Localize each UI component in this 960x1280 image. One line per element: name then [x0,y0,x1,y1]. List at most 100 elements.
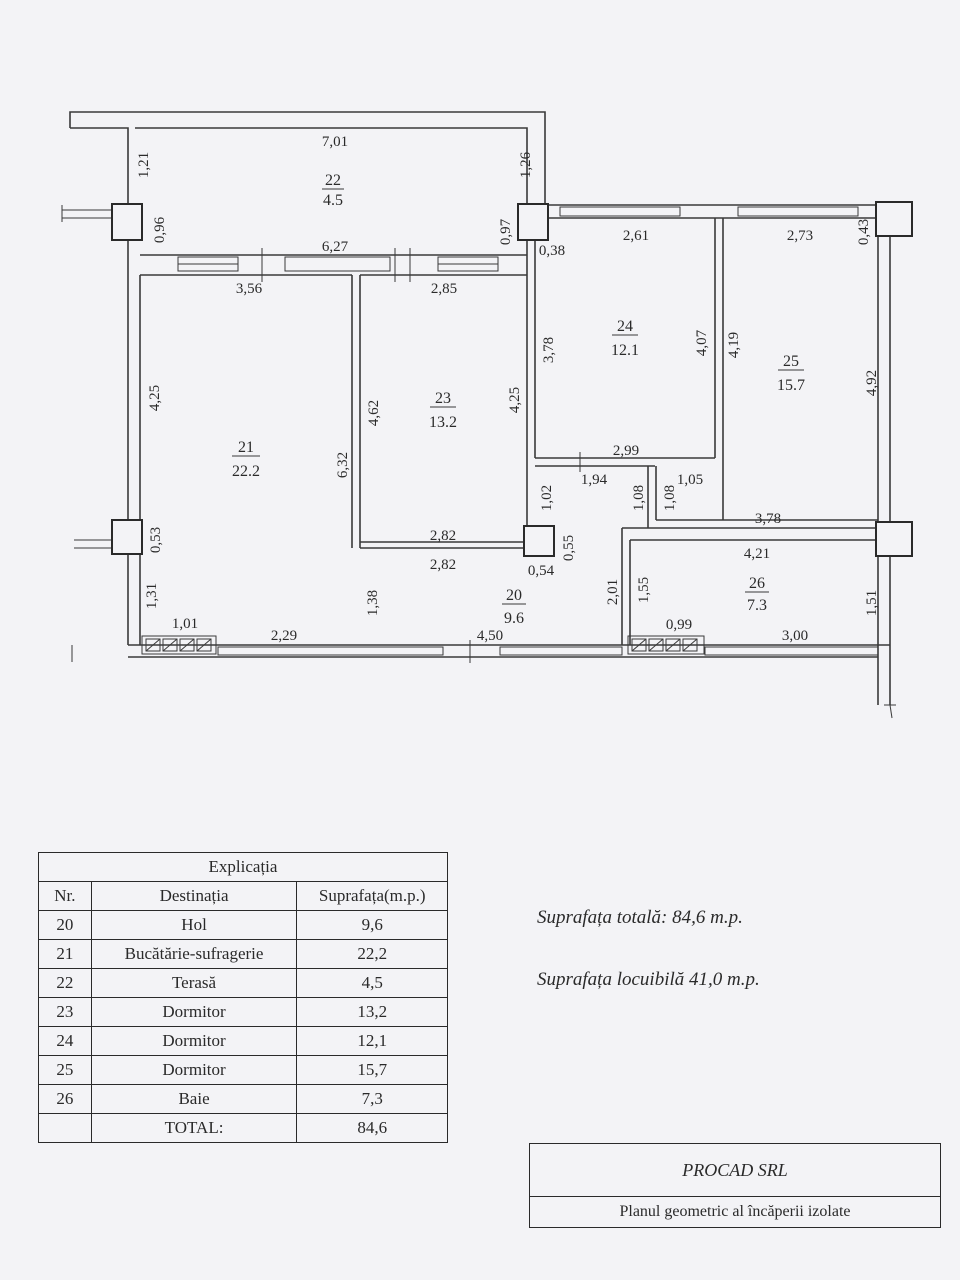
total-area-text: Suprafața totală: 84,6 m.p. [537,907,743,928]
row-nr: 20 [38,910,92,940]
dimension-label: 3,78 [755,511,781,527]
dimension-label: 1,55 [636,577,652,603]
row-destination: Hol [90,910,298,940]
header-nr: Nr. [38,881,92,911]
dimension-label: 1,51 [864,590,880,616]
header-destination: Destinația [90,881,298,911]
table-row: 21 Bucătărie-sufragerie 22,2 [38,939,448,969]
row-area: 13,2 [296,997,448,1027]
row-area: 9,6 [296,910,448,940]
room-area: 9.6 [504,610,524,627]
dimension-label: 2,29 [271,628,297,644]
legend-header-row: Nr. Destinația Suprafața(m.p.) [38,881,448,911]
total-value: 84,6 [296,1113,448,1143]
room-number: 21 [238,439,254,456]
row-nr: 21 [38,939,92,969]
room-area: 4.5 [323,192,343,209]
row-area: 15,7 [296,1055,448,1085]
dimension-label: 4,92 [864,370,880,396]
dimension-label: 0,97 [498,218,514,245]
dimension-label: 1,31 [144,583,160,609]
row-nr: 22 [38,968,92,998]
dimension-label: 2,01 [605,579,621,605]
dimension-label: 4,19 [726,332,742,358]
dimension-label: 2,61 [623,228,649,244]
dimension-label: 6,27 [322,239,349,255]
legend-table: Explicația Nr. Destinația Suprafața(m.p.… [38,852,448,1143]
row-area: 7,3 [296,1084,448,1114]
columns [111,201,913,557]
row-destination: Dormitor [90,997,298,1027]
dimension-label: 6,32 [335,452,351,478]
living-area-text: Suprafața locuibilă 41,0 m.p. [537,969,760,990]
row-destination: Bucătărie-sufragerie [90,939,298,969]
dimension-label: 3,78 [541,337,557,363]
radiators [141,635,705,655]
dimension-label: 0,99 [666,617,692,633]
room-area: 7.3 [747,597,767,614]
dimension-label: 1,08 [631,485,647,511]
table-row: 25 Dormitor 15,7 [38,1055,448,1085]
dimension-label: 4,25 [147,385,163,411]
row-area: 22,2 [296,939,448,969]
windows [177,206,879,663]
dimension-label: 1,21 [136,152,152,178]
company-name: PROCAD SRL [530,1144,940,1197]
row-nr: 26 [38,1084,92,1114]
dimension-label: 2,85 [431,281,457,297]
total-row: TOTAL: 84,6 [38,1113,448,1143]
table-row: 26 Baie 7,3 [38,1084,448,1114]
room-area: 12.1 [611,342,639,359]
dimension-labels: 7,01 1,21 1,26 0,96 6,27 0,97 0,38 2,61 … [136,134,880,644]
dimension-label: 2,99 [613,443,639,459]
dimension-label: 1,05 [677,472,703,488]
dimension-label: 1,01 [172,616,198,632]
room-number: 22 [325,172,341,189]
room-area: 15.7 [777,377,805,394]
dimension-label: 1,08 [662,485,678,511]
row-destination: Baie [90,1084,298,1114]
total-empty-cell [38,1113,92,1143]
dimension-label: 0,54 [528,563,555,579]
dimension-label: 0,38 [539,243,565,259]
dimension-label: 4,50 [477,628,503,644]
row-nr: 24 [38,1026,92,1056]
dimension-label: 1,26 [518,151,534,178]
dimension-label: 0,55 [561,535,577,561]
walls [61,111,912,719]
room-number: 26 [749,575,765,592]
row-nr: 23 [38,997,92,1027]
dimension-label: 2,73 [787,228,813,244]
dimension-label: 4,07 [694,329,710,356]
row-destination: Dormitor [90,1055,298,1085]
dimension-label: 4,25 [507,387,523,413]
room-area: 22.2 [232,463,260,480]
dimension-label: 4,21 [744,546,770,562]
room-area: 13.2 [429,414,457,431]
table-row: 23 Dormitor 13,2 [38,997,448,1027]
row-area: 12,1 [296,1026,448,1056]
dimension-label: 0,96 [152,216,168,243]
drawing-subtitle: Planul geometric al încăperii izolate [619,1203,851,1220]
dimension-label: 3,56 [236,281,263,297]
dimension-label: 1,38 [365,590,381,616]
row-nr: 25 [38,1055,92,1085]
legend-title: Explicația [38,852,448,882]
room-number: 23 [435,390,451,407]
table-row: 22 Terasă 4,5 [38,968,448,998]
total-label: TOTAL: [90,1113,298,1143]
dimension-label: 4,62 [366,400,382,426]
dimension-label: 7,01 [322,134,348,150]
room-labels: 22 4.5 21 22.2 23 13.2 24 12.1 25 15.7 2… [232,172,805,627]
row-destination: Dormitor [90,1026,298,1056]
room-number: 25 [783,353,799,370]
header-area: Suprafața(m.p.) [296,881,448,911]
room-number: 20 [506,587,522,604]
table-row: 20 Hol 9,6 [38,910,448,940]
row-destination: Terasă [90,968,298,998]
floor-plan: 22 4.5 21 22.2 23 13.2 24 12.1 25 15.7 2… [61,111,913,719]
table-row: 24 Dormitor 12,1 [38,1026,448,1056]
title-block: PROCAD SRL Planul geometric al încăperii… [529,1143,941,1228]
dimension-label: 0,53 [148,527,164,553]
dimension-label: 1,02 [539,485,555,511]
